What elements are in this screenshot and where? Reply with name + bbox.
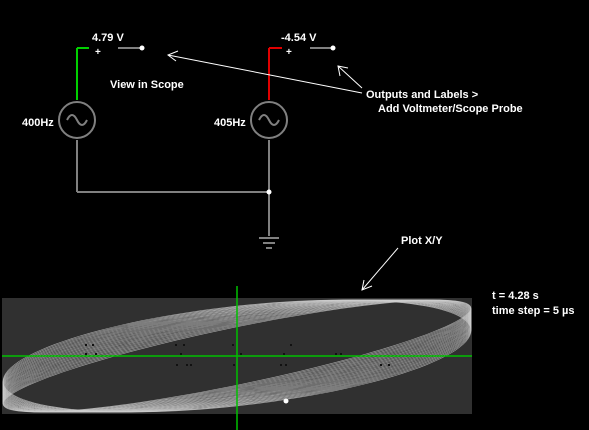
wire-bottom-rail[interactable] [76,140,272,236]
arrow-to-probe-right [337,65,363,89]
scope-lissajous-trace [2,299,472,413]
source-freq-label-left: 400Hz [22,117,54,129]
scope-marker-dots [85,344,390,366]
arrow-to-probe [166,50,363,94]
simulation-time: t = 4.28 s [492,290,539,302]
voltmeter-readout-right: -4.54 V [281,32,317,44]
xy-scope[interactable] [2,286,472,430]
simulation-time-step: time step = 5 µs [492,305,575,317]
ac-source-right[interactable] [250,101,288,139]
view-in-scope-label: View in Scope [110,79,184,91]
outputs-menu-hint-line2: Add Voltmeter/Scope Probe [378,103,523,115]
polarity-plus-left: + [95,47,101,58]
arrow-to-scope [361,247,399,291]
source-freq-label-right: 405Hz [214,117,246,129]
voltmeter-probe-left[interactable] [118,45,145,51]
ac-source-left[interactable] [58,101,96,139]
polarity-plus-right: + [286,47,292,58]
trace-path [2,299,472,413]
voltmeter-readout-left: 4.79 V [92,32,124,44]
wire-left-high[interactable] [76,47,89,100]
ground-symbol[interactable] [259,237,279,249]
plot-xy-label: Plot X/Y [401,235,443,247]
wire-right-low[interactable] [268,47,282,100]
outputs-menu-hint-line1: Outputs and Labels > [366,89,479,101]
scope-cursor-dot [283,398,289,404]
voltmeter-probe-right[interactable] [310,45,336,51]
